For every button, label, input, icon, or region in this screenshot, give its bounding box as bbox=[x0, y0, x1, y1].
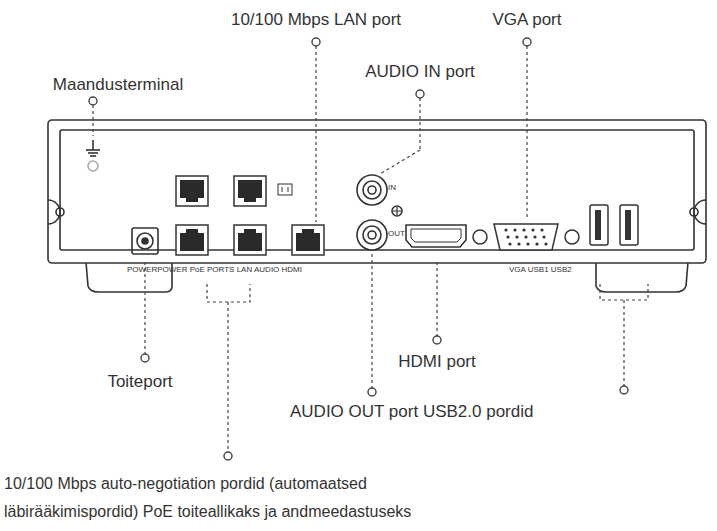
panel-print: OUT bbox=[388, 229, 405, 239]
callout-label: Toiteport bbox=[107, 372, 172, 392]
callout-label: Maandusterminal bbox=[53, 75, 183, 95]
panel-print: IN bbox=[388, 183, 396, 193]
panel-print: VGA USB1 USB2 bbox=[509, 265, 572, 275]
callout-label: VGA port bbox=[493, 10, 562, 30]
panel-print: POWERPOWER PoE PORTS LAN AUDIO HDMI bbox=[127, 265, 302, 275]
callout-label: 10/100 Mbps LAN port bbox=[231, 10, 401, 30]
callout-label: HDMI port bbox=[398, 352, 475, 372]
callout-label: AUDIO OUT port USB2.0 pordid bbox=[290, 402, 533, 422]
callout-label: AUDIO IN port bbox=[365, 62, 475, 82]
callout-label: 10/100 Mbps auto-negotiation pordid (aut… bbox=[4, 470, 484, 526]
